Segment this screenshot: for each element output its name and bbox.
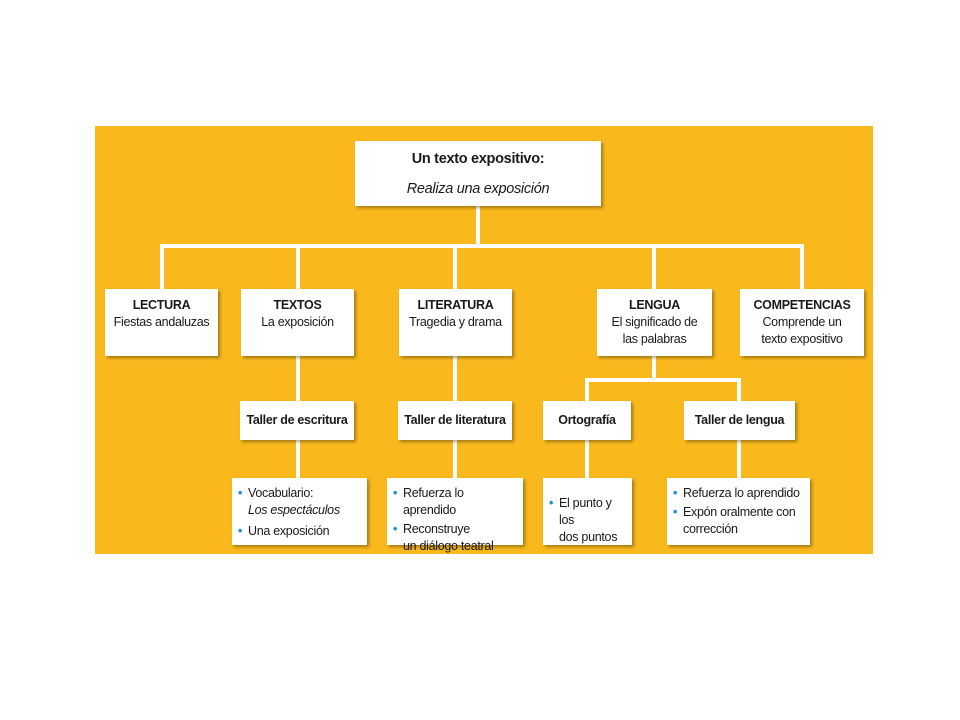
section-competencias: COMPETENCIAS Comprende un texto expositi… [740, 289, 864, 356]
bullet-icon: • [673, 486, 678, 500]
section-title: TEXTOS [273, 298, 322, 312]
detail-escritura: • Vocabulario: Los espectáculos • Una ex… [232, 478, 367, 545]
section-title: LENGUA [629, 298, 680, 312]
item-text: Refuerza lo aprendido [683, 486, 800, 500]
item-label: Vocabulario: [248, 486, 314, 500]
section-textos: TEXTOS La exposición [241, 289, 354, 356]
detail-ortografia: • El punto y los dos puntos [543, 478, 632, 545]
item-text: dos puntos [559, 530, 618, 544]
list-item: • Refuerza lo aprendido [393, 485, 517, 519]
workshop-lengua: Taller de lengua [684, 401, 795, 440]
workshop-title: Ortografía [558, 413, 616, 427]
item-text: Expón oralmente con [683, 505, 796, 519]
root-node: Un texto expositivo: Realiza una exposic… [355, 141, 601, 206]
section-lengua: LENGUA El significado de las palabras [597, 289, 712, 356]
workshop-escritura: Taller de escritura [240, 401, 354, 440]
bullet-icon: • [238, 524, 243, 538]
section-lectura: LECTURA Fiestas andaluzas [105, 289, 218, 356]
section-title: LITERATURA [417, 298, 494, 312]
workshop-title: Taller de literatura [404, 413, 506, 427]
detail-lengua: • Refuerza lo aprendido • Expón oralment… [667, 478, 810, 545]
bullet-icon: • [393, 522, 398, 536]
list-item: • Una exposición [238, 523, 361, 540]
root-title: Un texto expositivo: [411, 150, 545, 167]
section-line: Tragedia y drama [409, 315, 502, 329]
section-line: La exposición [261, 315, 334, 329]
section-line: El significado de [611, 315, 698, 329]
list-item: • Refuerza lo aprendido [673, 485, 804, 502]
root-subtitle: Realiza una exposición [406, 180, 550, 197]
list-item: • Reconstruye un diálogo teatral [393, 521, 517, 555]
section-line: las palabras [622, 332, 687, 346]
list-item: • Expón oralmente con corrección [673, 504, 804, 538]
bullet-icon: • [238, 486, 243, 500]
item-text: Una exposición [248, 524, 330, 538]
section-title: COMPETENCIAS [753, 298, 851, 312]
bullet-icon: • [549, 496, 554, 510]
detail-literatura: • Refuerza lo aprendido • Reconstruye un… [387, 478, 523, 553]
item-text: El punto y los [559, 496, 612, 527]
item-text: Refuerza lo aprendido [403, 486, 464, 517]
section-literatura: LITERATURA Tragedia y drama [399, 289, 512, 356]
list-item: • El punto y los dos puntos [549, 495, 626, 546]
item-text: un diálogo teatral [403, 539, 494, 553]
workshop-title: Taller de escritura [246, 413, 348, 427]
workshop-literatura: Taller de literatura [398, 401, 512, 440]
bullet-icon: • [673, 505, 678, 519]
section-line: texto expositivo [761, 332, 843, 346]
workshop-ortografia: Ortografía [543, 401, 631, 440]
section-line: Comprende un [762, 315, 842, 329]
bullet-icon: • [393, 486, 398, 500]
workshop-title: Taller de lengua [694, 413, 785, 427]
section-title: LECTURA [132, 298, 191, 312]
section-line: Fiestas andaluzas [113, 315, 210, 329]
item-text: Reconstruye [403, 522, 470, 536]
list-item: • Vocabulario: Los espectáculos [238, 485, 361, 519]
item-text: corrección [683, 522, 738, 536]
item-italic: Los espectáculos [248, 503, 340, 517]
